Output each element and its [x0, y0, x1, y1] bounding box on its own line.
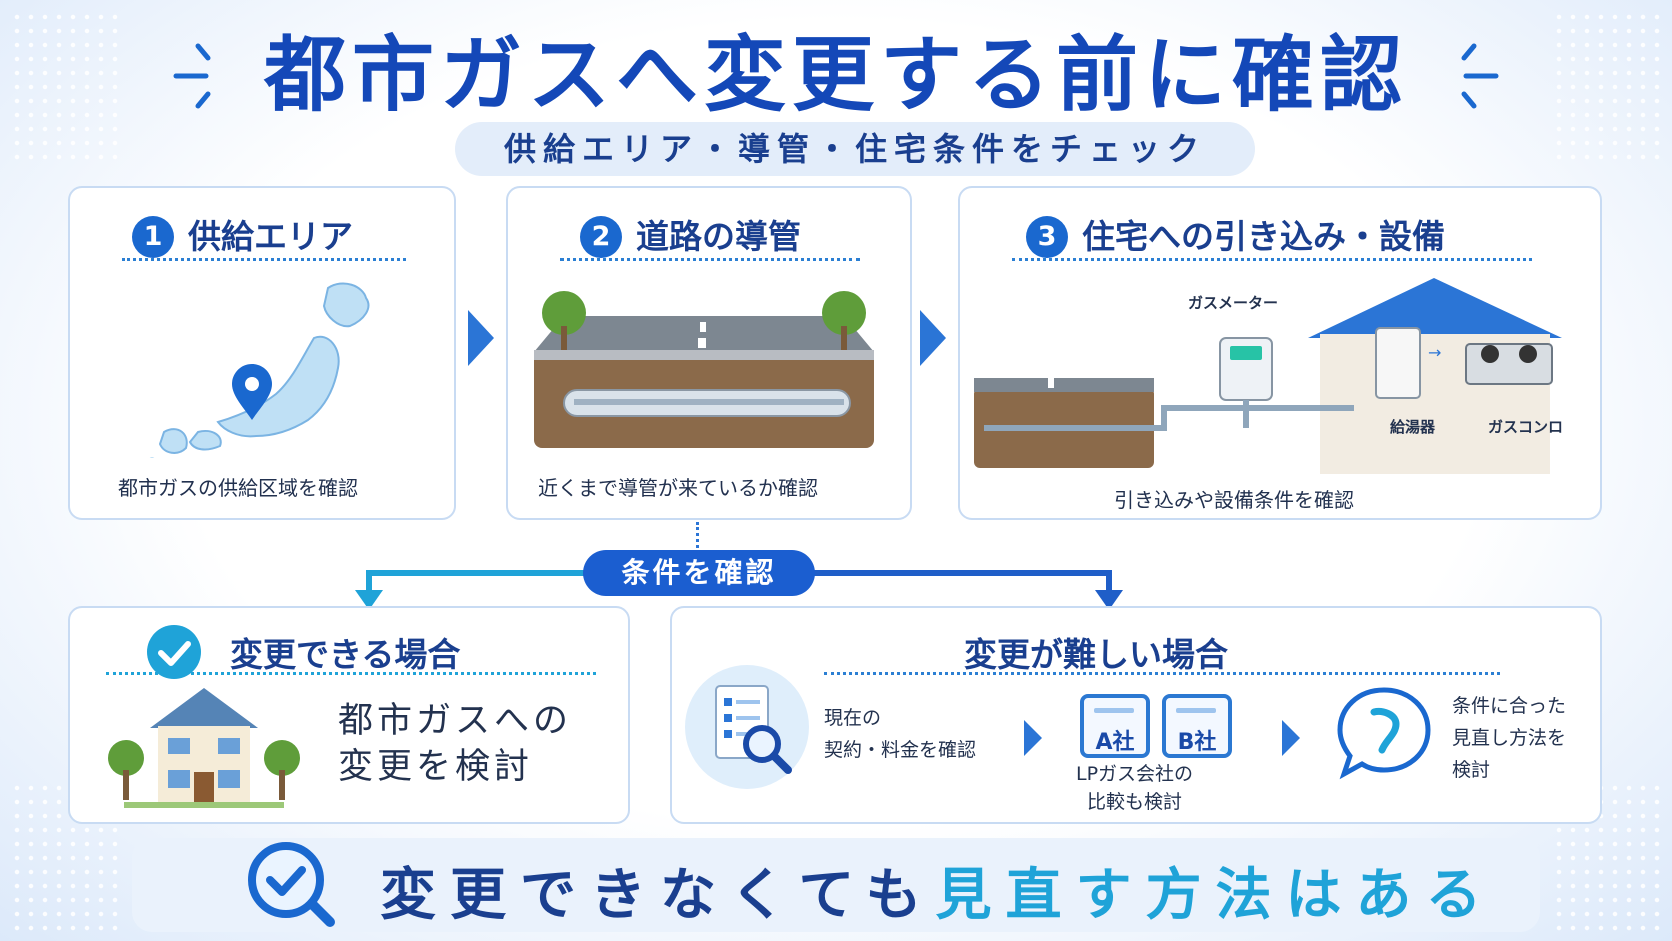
review-text: 条件に合った 見直し方法を 検討 — [1452, 695, 1567, 781]
condition-pill: 条件を確認 — [583, 550, 815, 596]
step-caption: 引き込みや設備条件を確認 — [1114, 488, 1354, 512]
step-caption: 近くまで導管が来ているか確認 — [538, 476, 818, 500]
house-illustration — [108, 688, 300, 808]
check-circle-icon — [147, 625, 201, 679]
step-number: 1 — [132, 216, 174, 258]
page-title: 都市ガスへ変更する前に確認 — [263, 28, 1408, 123]
step-number: 3 — [1026, 216, 1068, 258]
sparkle-left-icon — [173, 43, 211, 109]
difficult-case-title: 変更が難しい場合 — [964, 635, 1228, 674]
road-pipe-illustration — [534, 291, 874, 448]
arrow-right-icon — [1024, 720, 1042, 756]
step-number: 2 — [580, 216, 622, 258]
arrow-right-icon — [920, 310, 946, 366]
bottom-banner — [132, 838, 1540, 932]
company-b-card: B社 — [1162, 694, 1232, 758]
japan-map-illustration — [149, 282, 370, 458]
branch-line-left — [366, 570, 586, 576]
gas-stove-label: ガスコンロ — [1488, 418, 1564, 436]
subtitle: 供給エリア・導管・住宅条件をチェック — [455, 122, 1255, 176]
house-service-line-illustration: → — [974, 278, 1562, 474]
checklist-magnifier-icon — [685, 665, 809, 789]
possible-case-card: 変更できる場合 都市ガスへの 変更を検討 — [68, 606, 630, 824]
branch-line-right — [812, 570, 1112, 576]
difficult-case-card: 変更が難しい場合 現在の 契約・料金を確認 A社 B社 LPガス会社の 比較も検… — [670, 606, 1602, 824]
water-heater-label: 給湯器 — [1390, 418, 1436, 436]
dot-pattern-decoration — [1552, 10, 1662, 160]
possible-case-title: 変更できる場合 — [230, 635, 461, 674]
compare-text: LPガス会社の 比較も検討 — [1076, 763, 1194, 813]
company-a-card: A社 — [1080, 694, 1150, 758]
arrow-right-icon — [1282, 720, 1300, 756]
dot-pattern-decoration — [10, 10, 120, 160]
chat-phone-icon — [1337, 687, 1431, 780]
gas-meter-label: ガスメーター — [1188, 294, 1279, 312]
svg-text:→: → — [1428, 343, 1441, 362]
bottom-message: 変更できなくても見直す方法はある — [380, 863, 1496, 928]
arrow-right-icon — [468, 310, 494, 366]
check-contract-text: 現在の 契約・料金を確認 — [824, 707, 977, 761]
possible-case-text: 都市ガスへの 変更を検討 — [338, 701, 573, 787]
sparkle-right-icon — [1461, 43, 1499, 109]
arrow-down-icon — [1095, 590, 1123, 610]
step-caption: 都市ガスの供給区域を確認 — [118, 476, 358, 500]
magnifier-check-icon — [248, 842, 335, 927]
arrow-down-icon — [355, 590, 383, 610]
